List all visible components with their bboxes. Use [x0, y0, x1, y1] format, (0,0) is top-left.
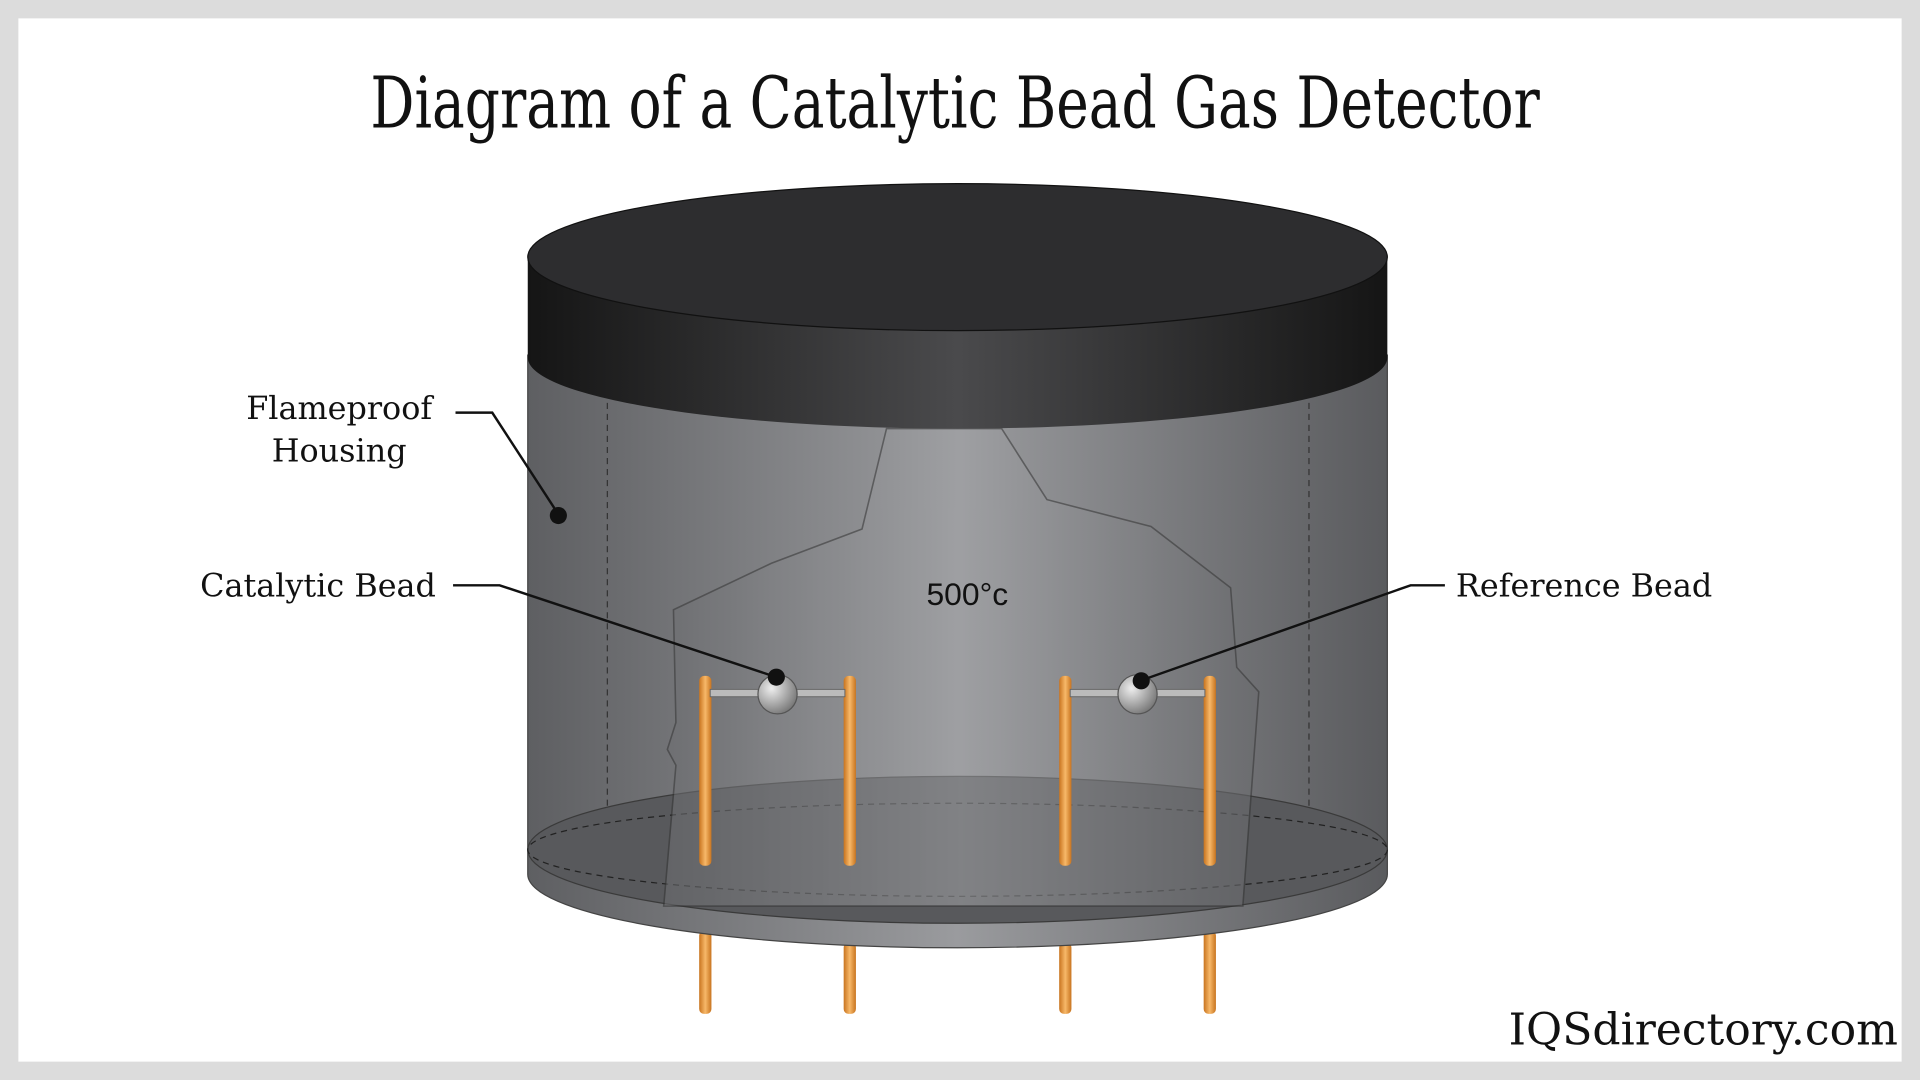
brand-logo: IQSdirectory.com [1509, 1004, 1898, 1055]
detector-illustration [527, 183, 1388, 1014]
reference-bead-label: Reference Bead [1456, 566, 1712, 604]
lower-pins [699, 930, 1216, 1014]
leader-lines [453, 411, 1445, 682]
upper-pins [699, 675, 1216, 866]
reference-pointer-dot [1132, 672, 1150, 690]
page-title: Diagram of a Catalytic Bead Gas Detector [370, 61, 1539, 144]
temperature-label: 500°c [926, 576, 1008, 612]
housing-pointer-dot [549, 506, 567, 525]
cutaway-window [662, 427, 1260, 907]
flameproof-housing-label: Flameproof [246, 389, 434, 427]
catalytic-pointer-dot [767, 668, 785, 686]
catalytic-bead-label: Catalytic Bead [200, 566, 436, 604]
flameproof-housing-label-2: Housing [272, 432, 407, 470]
